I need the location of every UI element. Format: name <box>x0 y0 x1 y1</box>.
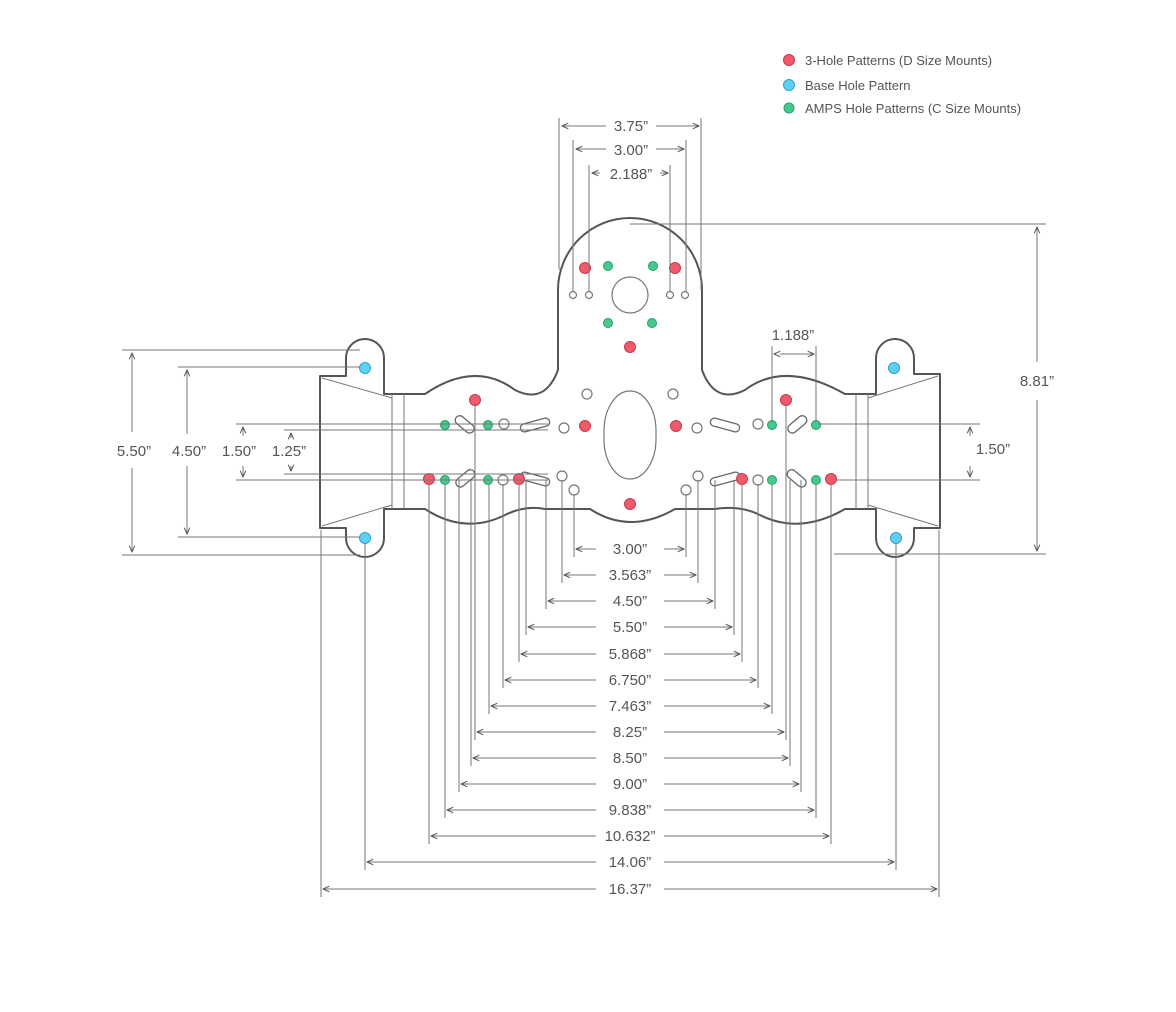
legend: 3-Hole Patterns (D Size Mounts) Base Hol… <box>783 53 1021 116</box>
dim-top-3-75: 3.75” <box>614 118 648 135</box>
center-oval-slot <box>603 390 657 480</box>
blue-dot-icon <box>783 79 795 91</box>
bottom-dimension-label: 8.50” <box>613 750 647 767</box>
dim-left-1-50: 1.50” <box>222 443 256 460</box>
legend-label-3-hole: 3-Hole Patterns (D Size Mounts) <box>805 53 992 68</box>
bottom-dimension-row: 9.838” <box>444 484 817 819</box>
dim-top-3-00: 3.00” <box>614 142 648 159</box>
bottom-dimension-row: 5.50” <box>525 480 735 636</box>
base-holes <box>359 362 902 544</box>
bottom-dimension-label: 14.06” <box>609 854 652 871</box>
bottom-dimension-label: 9.838” <box>609 802 652 819</box>
right-dimensions: 8.81” 1.50” 1.188” <box>630 223 1054 555</box>
three-hole-pattern-holes <box>423 262 837 510</box>
bottom-dimension-label: 3.563” <box>609 567 652 584</box>
bottom-dimension-label: 10.632” <box>605 828 656 845</box>
legend-label-amps: AMPS Hole Patterns (C Size Mounts) <box>805 101 1021 116</box>
dim-left-1-25: 1.25” <box>272 443 306 460</box>
slot <box>455 469 476 488</box>
bottom-dimension-label: 6.750” <box>609 672 652 689</box>
bottom-dimension-row: 14.06” <box>364 543 897 871</box>
bottom-dimension-label: 4.50” <box>613 593 647 610</box>
plain-holes <box>497 290 764 496</box>
bottom-dimension-label: 16.37” <box>609 881 652 898</box>
bottom-dimension-row: 6.750” <box>502 484 759 689</box>
bottom-dimension-label: 7.463” <box>609 698 652 715</box>
bottom-dimension-row: 9.00” <box>458 480 802 793</box>
amps-pattern-holes <box>440 261 821 485</box>
center-round-hole <box>611 276 649 314</box>
bottom-dimension-row: 16.37” <box>320 530 940 898</box>
bottom-dimension-row: 8.50” <box>470 480 791 767</box>
top-dimensions: 3.75” 3.00” 2.188” <box>558 118 702 292</box>
legend-item-base: Base Hole Pattern <box>783 78 911 93</box>
dim-slot-1-188: 1.188” <box>772 327 815 344</box>
dim-right-1-50: 1.50” <box>976 441 1010 458</box>
bottom-dimension-row: 7.463” <box>488 484 773 715</box>
left-dimensions: 5.50” 4.50” 1.50” 1.25” <box>117 349 548 556</box>
slot <box>519 417 551 433</box>
bottom-dimension-row: 8.25” <box>474 404 787 741</box>
bottom-dimension-row: 10.632” <box>428 484 832 845</box>
bottom-dimension-row: 3.563” <box>561 480 699 584</box>
slot <box>709 471 741 487</box>
bottom-dimension-row: 5.868” <box>518 484 743 663</box>
bottom-dimension-label: 9.00” <box>613 776 647 793</box>
legend-label-base: Base Hole Pattern <box>805 78 911 93</box>
dim-left-4-50: 4.50” <box>172 443 206 460</box>
green-dot-icon <box>783 102 795 114</box>
plate-outline <box>319 217 941 558</box>
legend-item-3-hole: 3-Hole Patterns (D Size Mounts) <box>783 53 992 68</box>
bottom-dimension-label: 5.50” <box>613 619 647 636</box>
dim-top-2-188: 2.188” <box>610 166 653 183</box>
bottom-dimension-label: 8.25” <box>613 724 647 741</box>
bottom-dimension-row: 4.50” <box>545 480 716 610</box>
bottom-dimensions: 3.00” 3.563” 4.50” 5.50” 5.868” 6.750” 7.463” 8… <box>320 404 940 898</box>
red-dot-icon <box>783 54 795 66</box>
bottom-dimension-label: 3.00” <box>613 541 647 558</box>
bottom-dimension-row: 3.00” <box>573 494 687 558</box>
bottom-dimension-label: 5.868” <box>609 646 652 663</box>
slot <box>786 469 807 488</box>
dim-height-8-81: 8.81” <box>1020 373 1054 390</box>
slot <box>709 417 741 433</box>
dim-left-5-50: 5.50” <box>117 443 151 460</box>
slot <box>787 415 808 434</box>
legend-item-amps: AMPS Hole Patterns (C Size Mounts) <box>783 101 1021 116</box>
